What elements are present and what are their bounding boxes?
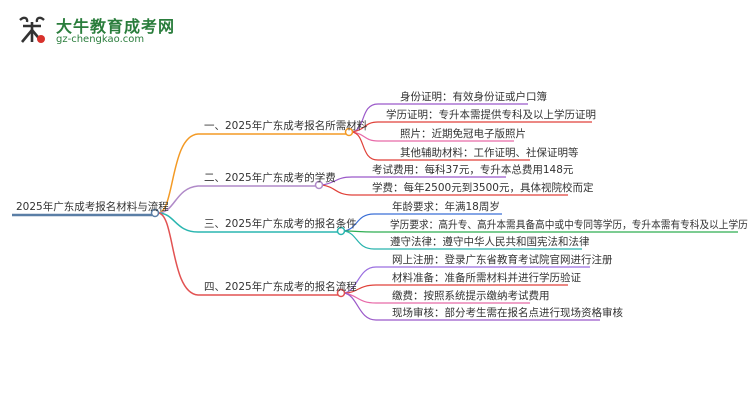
connector-leaf-4-2 (343, 284, 568, 294)
leaf-2-2: 学费：每年2500元到3500元，具体视院校而定 (372, 182, 594, 194)
logo-url: gz-chengkao.com (56, 34, 145, 45)
connector-leaf-1-1 (351, 103, 528, 133)
root-label: 2025年广东成考报名材料与流程 (16, 201, 169, 213)
leaf-3-1: 年龄要求：年满18周岁 (392, 201, 500, 213)
connector-leaf-3-3 (343, 230, 582, 250)
branch-3-label: 三、2025年广东成考的报名条件 (204, 218, 357, 230)
root-node (150, 208, 160, 218)
connector-leaf-3-1 (343, 213, 502, 232)
bull-logo-icon (19, 16, 45, 43)
connector-leaf-4-4 (343, 292, 600, 321)
branch-1-label: 一、2025年广东成考报名所需材料 (204, 120, 368, 132)
connector-leaf-3-2 (343, 230, 738, 233)
leaf-3-3: 遵守法律：遵守中华人民共和国宪法和法律 (390, 236, 590, 248)
connector-branch-4 (157, 212, 338, 296)
connector-branch-3 (157, 212, 338, 233)
connector-leaf-1-2 (351, 121, 592, 133)
leaf-1-3: 照片：近期免冠电子版照片 (400, 128, 526, 140)
branch-1-node (344, 127, 354, 137)
leaf-4-3: 缴费：按照系统提示缴纳考试费用 (392, 290, 550, 302)
branch-4-node (336, 288, 346, 298)
leaf-3-2: 学历要求：高升专、高升本需具备高中或中专同等学历，专升本需有专科及以上学历 (390, 219, 748, 231)
branch-2-node (314, 180, 324, 190)
leaf-4-1: 网上注册：登录广东省教育考试院官网进行注册 (392, 254, 613, 266)
leaf-1-2: 学历证明：专升本需提供专科及以上学历证明 (386, 109, 596, 121)
leaf-1-1: 身份证明：有效身份证或户口簿 (400, 91, 547, 103)
leaf-4-2: 材料准备：准备所需材料并进行学历验证 (392, 272, 581, 284)
leaf-2-1: 考试费用：每科37元，专升本总费用148元 (372, 164, 574, 176)
connector-leaf-2-1 (321, 176, 506, 186)
logo: 大牛教育成考网 gz-chengkao.com (14, 10, 174, 50)
connector-leaf-4-1 (343, 266, 590, 294)
leaf-1-4: 其他辅助材料：工作证明、社保证明等 (400, 147, 579, 159)
logo-title: 大牛教育成考网 (56, 17, 176, 36)
leaf-4-4: 现场审核：部分考生需在报名点进行现场资格审核 (392, 307, 623, 319)
connector-leaf-1-4 (351, 131, 530, 161)
connector-leaf-2-2 (321, 184, 568, 196)
branch-2-label: 二、2025年广东成考的学费 (204, 172, 336, 184)
connector-branch-2 (157, 185, 316, 214)
branch-4-label: 四、2025年广东成考的报名流程 (204, 281, 357, 293)
branch-3-node (336, 226, 346, 236)
connector-branch-1 (157, 133, 346, 214)
